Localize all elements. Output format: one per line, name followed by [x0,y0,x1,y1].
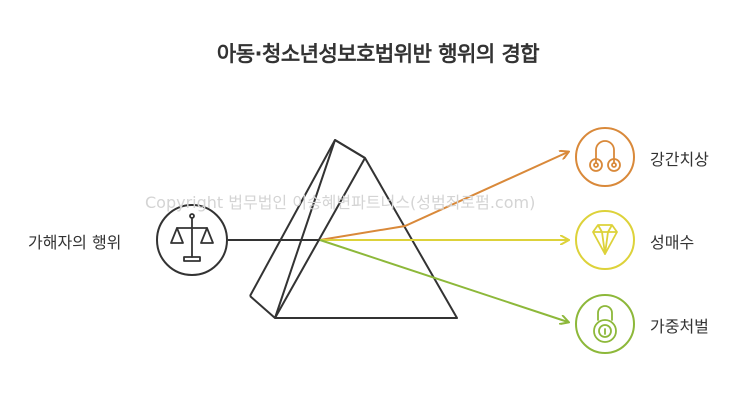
prism [249,139,458,319]
scales-icon [156,204,228,276]
output-label-3: 가중처벌 [650,317,709,336]
output-label-1: 강간치상 [650,150,709,169]
output-beam-3 [319,239,568,322]
diamond-icon [575,210,635,270]
output-beam-1 [319,152,568,241]
page-title: 아동·청소년성보호법위반 행위의 경합 [216,42,540,66]
handcuffs-icon [575,127,635,187]
output-label-2: 성매수 [650,233,695,252]
watermark: Copyright 법무법인 이승혜변파트너스(성범죄로펌.com) [145,193,536,212]
padlock-icon [575,294,635,354]
input-label: 가해자의 행위 [28,233,122,252]
